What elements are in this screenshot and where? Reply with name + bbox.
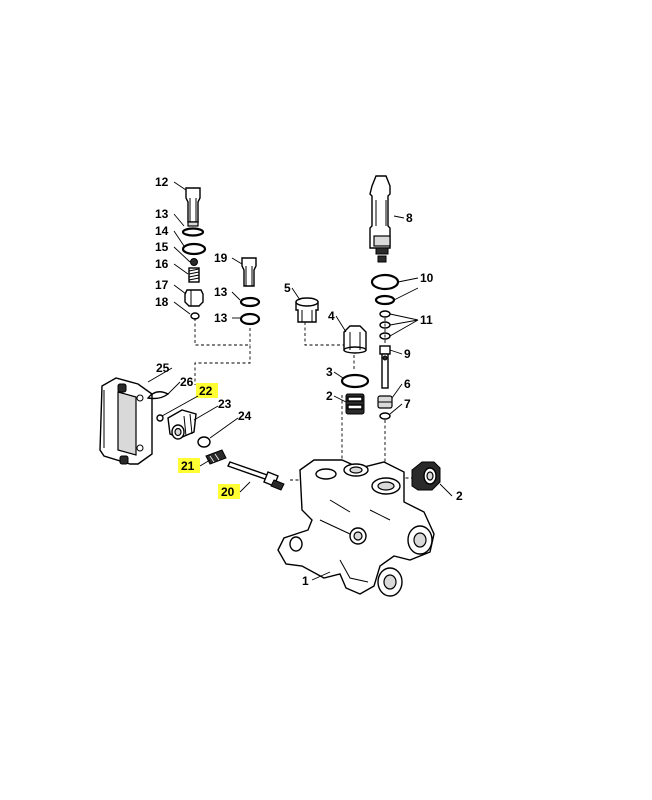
callout-22: 22 [199,384,213,398]
callout-26: 26 [180,375,194,389]
callout-21: 21 [181,459,195,473]
callout-19: 19 [214,251,228,265]
part-19-valve-cap [241,257,257,287]
callout-13: 13 [155,207,169,221]
callout-24: 24 [238,409,252,423]
part-12-valve-cap [185,187,201,227]
callout-1: 1 [302,574,309,588]
callout-11: 11 [420,313,433,327]
highlight-20 [218,484,240,499]
callout-labels: 12 13 14 15 16 17 18 19 13 13 5 4 3 2 8 … [155,175,463,588]
part-6-valve [377,395,393,409]
leader-lines [147,181,453,581]
callout-25: 25 [156,361,170,375]
part-1-pump-head [277,459,435,597]
part-23-fitting [167,409,197,440]
part-9-piston [379,345,391,389]
part-18-oring [190,312,200,320]
part-13-oring-b [239,296,261,308]
callout-8: 8 [406,211,413,225]
callout-6: 6 [404,377,411,391]
part-25-cover [99,377,153,465]
callout-18: 18 [155,295,169,309]
part-5-plug [295,297,319,323]
callout-12: 12 [155,175,169,189]
part-7-oring [379,412,391,420]
part-15-ball [190,258,198,266]
part-2-check-valve [345,393,365,415]
callout-9: 9 [404,347,411,361]
callout-16: 16 [155,257,169,271]
callout-3: 3 [326,365,333,379]
callout-13b: 13 [214,285,228,299]
part-20-valve-stem [227,461,285,491]
callout-15: 15 [155,240,169,254]
callout-5: 5 [284,281,291,295]
callout-2b: 2 [456,489,463,503]
callout-17: 17 [155,278,169,292]
part-22-oring [156,414,164,422]
part-3-oring [340,373,370,389]
part-13-oring-c [239,312,261,326]
part-4-cap [343,325,367,354]
callout-7: 7 [404,397,411,411]
callout-2: 2 [326,389,333,403]
part-24-oring [197,436,211,448]
callout-20: 20 [221,485,235,499]
part-13-oring [181,227,205,237]
callout-4: 4 [328,309,335,323]
part-16-spring [188,267,200,283]
part-21-spring [205,449,227,465]
callout-23: 23 [218,397,232,411]
callout-10: 10 [420,271,434,285]
highlight-22 [196,383,218,398]
callout-13c: 13 [214,311,228,325]
highlight-21 [178,458,200,473]
part-17-valve-seat [184,289,204,307]
callout-14: 14 [155,224,169,238]
part-2-check-valve-b [411,461,441,491]
part-8-unloader [369,175,391,263]
part-14-oring [181,242,207,256]
